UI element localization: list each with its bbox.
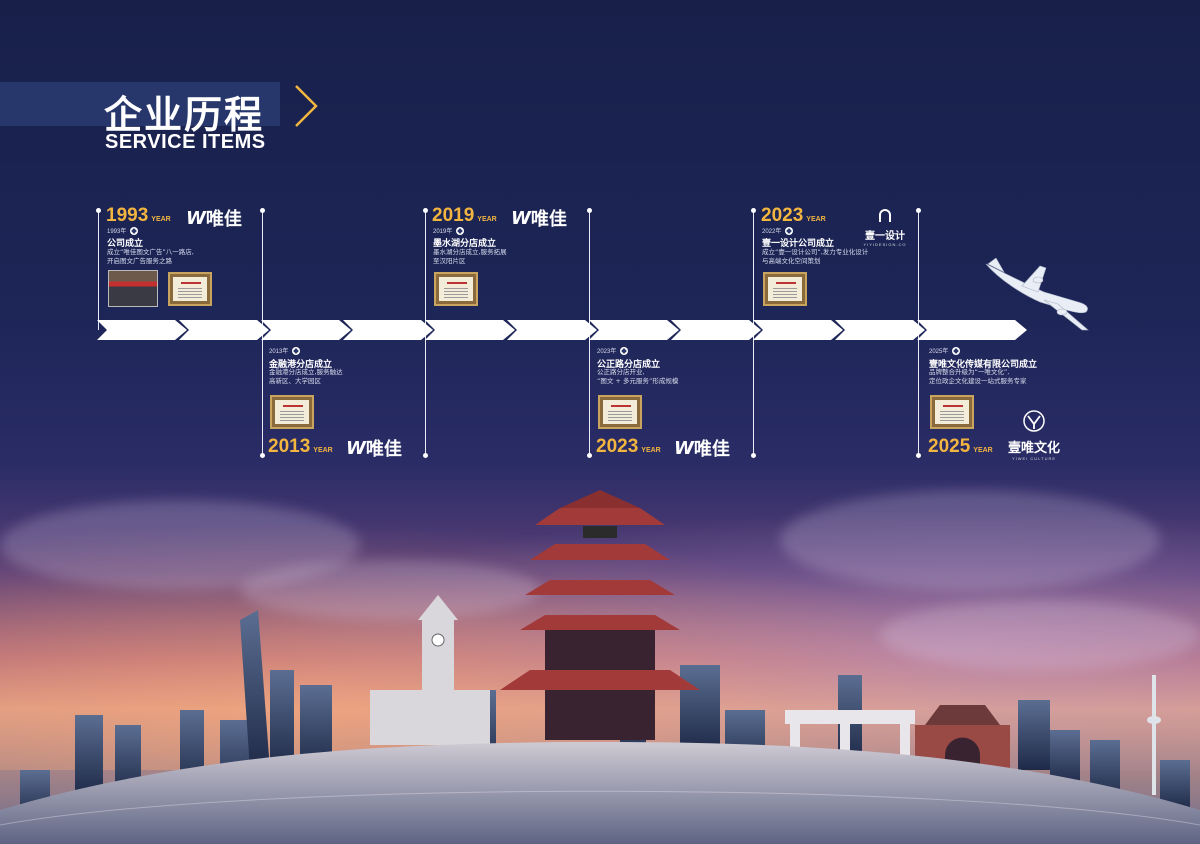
event-title: 公司成立	[107, 239, 144, 249]
event-title: 金融港分店成立	[269, 360, 333, 370]
event-desc: 成立“唯佳图文广告”八一路店,开启图文广告服务之路	[107, 248, 194, 265]
event-date: 2019年	[433, 226, 465, 235]
timeline-connector	[423, 208, 428, 330]
heart-icon	[785, 226, 794, 235]
page-title: 企业历程	[104, 93, 265, 137]
heart-icon	[620, 346, 629, 355]
page-subtitle: SERVICE ITEMS	[105, 131, 266, 153]
event-date: 2022年	[762, 226, 794, 235]
timeline-connector	[260, 320, 265, 458]
timeline-connector	[587, 330, 592, 458]
certificate-image	[434, 272, 478, 306]
city-skyline-illustration	[0, 490, 1200, 844]
certificate-image	[763, 272, 807, 306]
heart-icon	[456, 226, 465, 235]
timeline-connector	[587, 208, 592, 330]
timeline-connector	[916, 330, 921, 458]
certificate-image	[930, 395, 974, 429]
event-desc: 成立“壹一设计公司”,发力专业化设计与高端文化空间策划	[762, 248, 869, 265]
event-date: 2013年	[269, 346, 301, 355]
event-desc: 公正路分店开业,“图文 + 多元服务”形成规模	[597, 368, 679, 385]
timeline-connector	[423, 330, 428, 458]
timeline-connector	[916, 208, 921, 330]
event-title: 壹一设计公司成立	[762, 239, 835, 249]
yiwei-logo-icon	[1023, 410, 1045, 432]
event-desc: 墨水湖分店成立,服务拓展至汉阳片区	[433, 248, 507, 265]
cloud	[780, 490, 1160, 590]
timeline-connector	[751, 330, 756, 458]
company-logo: 壹唯文化 YIWEI CULTURE	[1004, 410, 1064, 461]
event-date: 1993年	[107, 226, 139, 235]
timeline-connector	[751, 208, 756, 330]
certificate-image	[598, 395, 642, 429]
certificate-image	[270, 395, 314, 429]
event-desc: 品牌整合升级为“一唯文化”,定位政企文化建设一站式服务专家	[929, 368, 1027, 385]
event-title: 公正路分店成立	[597, 360, 661, 370]
store-photo	[108, 270, 158, 307]
cloud	[240, 560, 540, 620]
certificate-image	[168, 272, 212, 306]
cloud	[880, 600, 1200, 670]
heart-icon	[292, 346, 301, 355]
event-date: 2023年	[597, 346, 629, 355]
arch-logo-icon	[879, 209, 891, 222]
heart-icon	[130, 226, 139, 235]
event-title: 墨水湖分店成立	[433, 239, 497, 249]
timeline-connector	[260, 208, 265, 320]
event-date: 2025年	[929, 346, 961, 355]
chevron-right-icon	[295, 85, 318, 127]
event-desc: 金融港分店成立,服务触达高新区、大学园区	[269, 368, 343, 385]
timeline-arrow-bar	[97, 320, 1027, 340]
event-title: 壹唯文化传媒有限公司成立	[929, 360, 1038, 370]
airplane-icon	[985, 258, 1089, 331]
timeline-connector	[96, 208, 101, 330]
cloud	[0, 500, 360, 590]
heart-icon	[952, 346, 961, 355]
title-band	[0, 82, 280, 126]
company-logo: 壹一设计 YIYIDESIGN.CO	[862, 208, 908, 247]
